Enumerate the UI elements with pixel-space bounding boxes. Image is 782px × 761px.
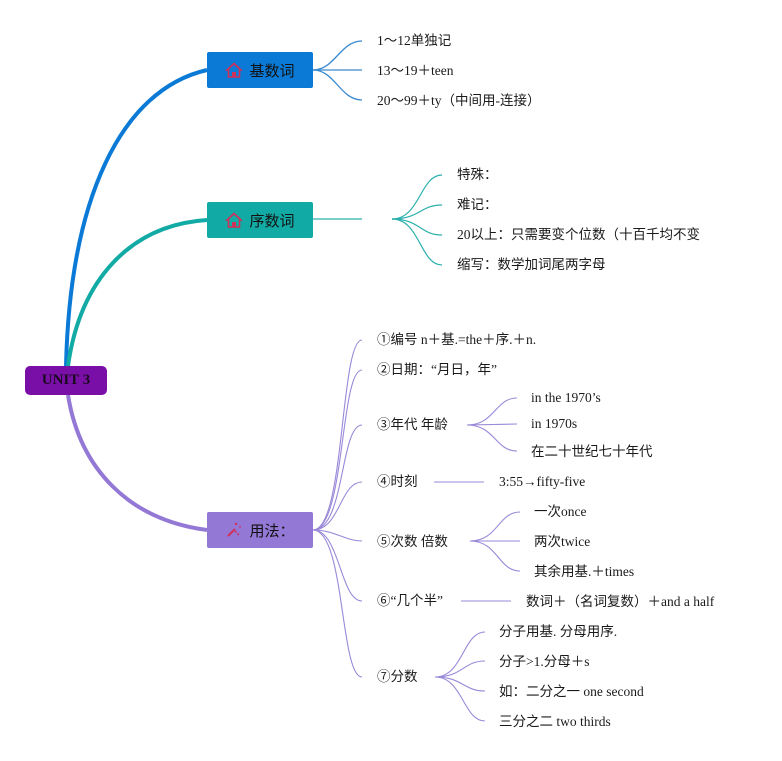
- fraction-item[interactable]: 三分之二 two thirds: [499, 714, 611, 729]
- branch-ordinal-numbers[interactable]: 序数词: [207, 202, 313, 238]
- link-usage-4: [312, 481, 363, 531]
- link-usage-6: [312, 529, 363, 602]
- times-item[interactable]: 两次twice: [534, 534, 591, 549]
- cardinal-item[interactable]: 20～99＋ty（中间用-连接）: [377, 93, 541, 108]
- link-root-usage: [66, 394, 208, 532]
- ordinal-item[interactable]: 缩写：数学加词尾两字母: [457, 257, 606, 272]
- usage-item-decades[interactable]: ③年代 年龄: [377, 417, 448, 432]
- link-usage-2: [312, 369, 363, 531]
- home-icon: [225, 211, 244, 229]
- usage-item-numbering[interactable]: ①编号 n＋基.=the＋序.＋n.: [377, 332, 537, 347]
- decade-item[interactable]: 在二十世纪七十年代: [531, 444, 653, 459]
- home-icon: [225, 61, 244, 79]
- link-ordinal-3: [391, 218, 443, 236]
- link-usage-7: [312, 529, 363, 678]
- link-decade-2: [466, 423, 518, 426]
- fraction-item[interactable]: 分子>1.分母＋s: [499, 654, 590, 669]
- usage-item-time[interactable]: ④时刻: [377, 474, 418, 489]
- link-fraction-4: [434, 676, 486, 722]
- cardinal-item[interactable]: 13～19＋teen: [377, 63, 454, 78]
- link-usage-1: [312, 339, 363, 531]
- link-cardinal-3: [312, 69, 363, 101]
- link-ordinal-2: [391, 204, 443, 220]
- decade-item[interactable]: in 1970s: [531, 416, 578, 431]
- link-root-ordinal: [66, 218, 208, 367]
- link-usage-5: [312, 529, 363, 542]
- link-cardinal-1: [312, 40, 363, 71]
- usage-item-dates[interactable]: ②日期：“月日，年”: [377, 362, 497, 377]
- link-fraction-1: [434, 631, 486, 678]
- branch-usage[interactable]: 用法：: [207, 512, 313, 548]
- branch-label: 基数词: [249, 61, 295, 80]
- half-item[interactable]: 数词＋（名词复数）＋and a half: [526, 594, 715, 609]
- ordinal-item[interactable]: 特殊：: [457, 167, 498, 182]
- fraction-item[interactable]: 如：二分之一 one second: [499, 684, 644, 699]
- usage-item-fractions[interactable]: ⑦分数: [377, 669, 418, 684]
- ordinal-item[interactable]: 20以上：只需要变个位数（十百千均不变: [457, 227, 700, 242]
- fraction-item[interactable]: 分子用基. 分母用序.: [499, 624, 618, 639]
- link-decade-1: [466, 397, 518, 426]
- time-item[interactable]: 3:55→fifty-five: [499, 474, 586, 489]
- cardinal-item[interactable]: 1～12单独记: [377, 33, 452, 48]
- link-times-1: [469, 511, 521, 542]
- link-times-3: [469, 540, 521, 572]
- usage-item-half[interactable]: ⑥“几个半”: [377, 593, 443, 608]
- link-fraction-2: [434, 660, 486, 678]
- branch-label: 序数词: [249, 211, 295, 230]
- root-label: UNIT 3: [41, 372, 91, 388]
- ordinal-item[interactable]: 难记：: [457, 197, 498, 212]
- link-fraction-3: [434, 676, 486, 692]
- link-ordinal-1: [391, 174, 443, 220]
- magic-wand-icon: [225, 521, 243, 539]
- times-item[interactable]: 其余用基.＋times: [534, 564, 635, 579]
- decade-item[interactable]: in the 1970’s: [531, 390, 601, 405]
- link-ordinal-4: [391, 218, 443, 266]
- times-item[interactable]: 一次once: [534, 504, 587, 519]
- link-decade-3: [466, 424, 518, 452]
- link-usage-3: [312, 424, 363, 531]
- branch-cardinal-numbers[interactable]: 基数词: [207, 52, 313, 88]
- link-root-cardinal: [64, 68, 208, 367]
- root-node[interactable]: UNIT 3: [25, 366, 107, 395]
- usage-item-times[interactable]: ⑤次数 倍数: [377, 534, 448, 549]
- branch-label: 用法：: [249, 521, 295, 540]
